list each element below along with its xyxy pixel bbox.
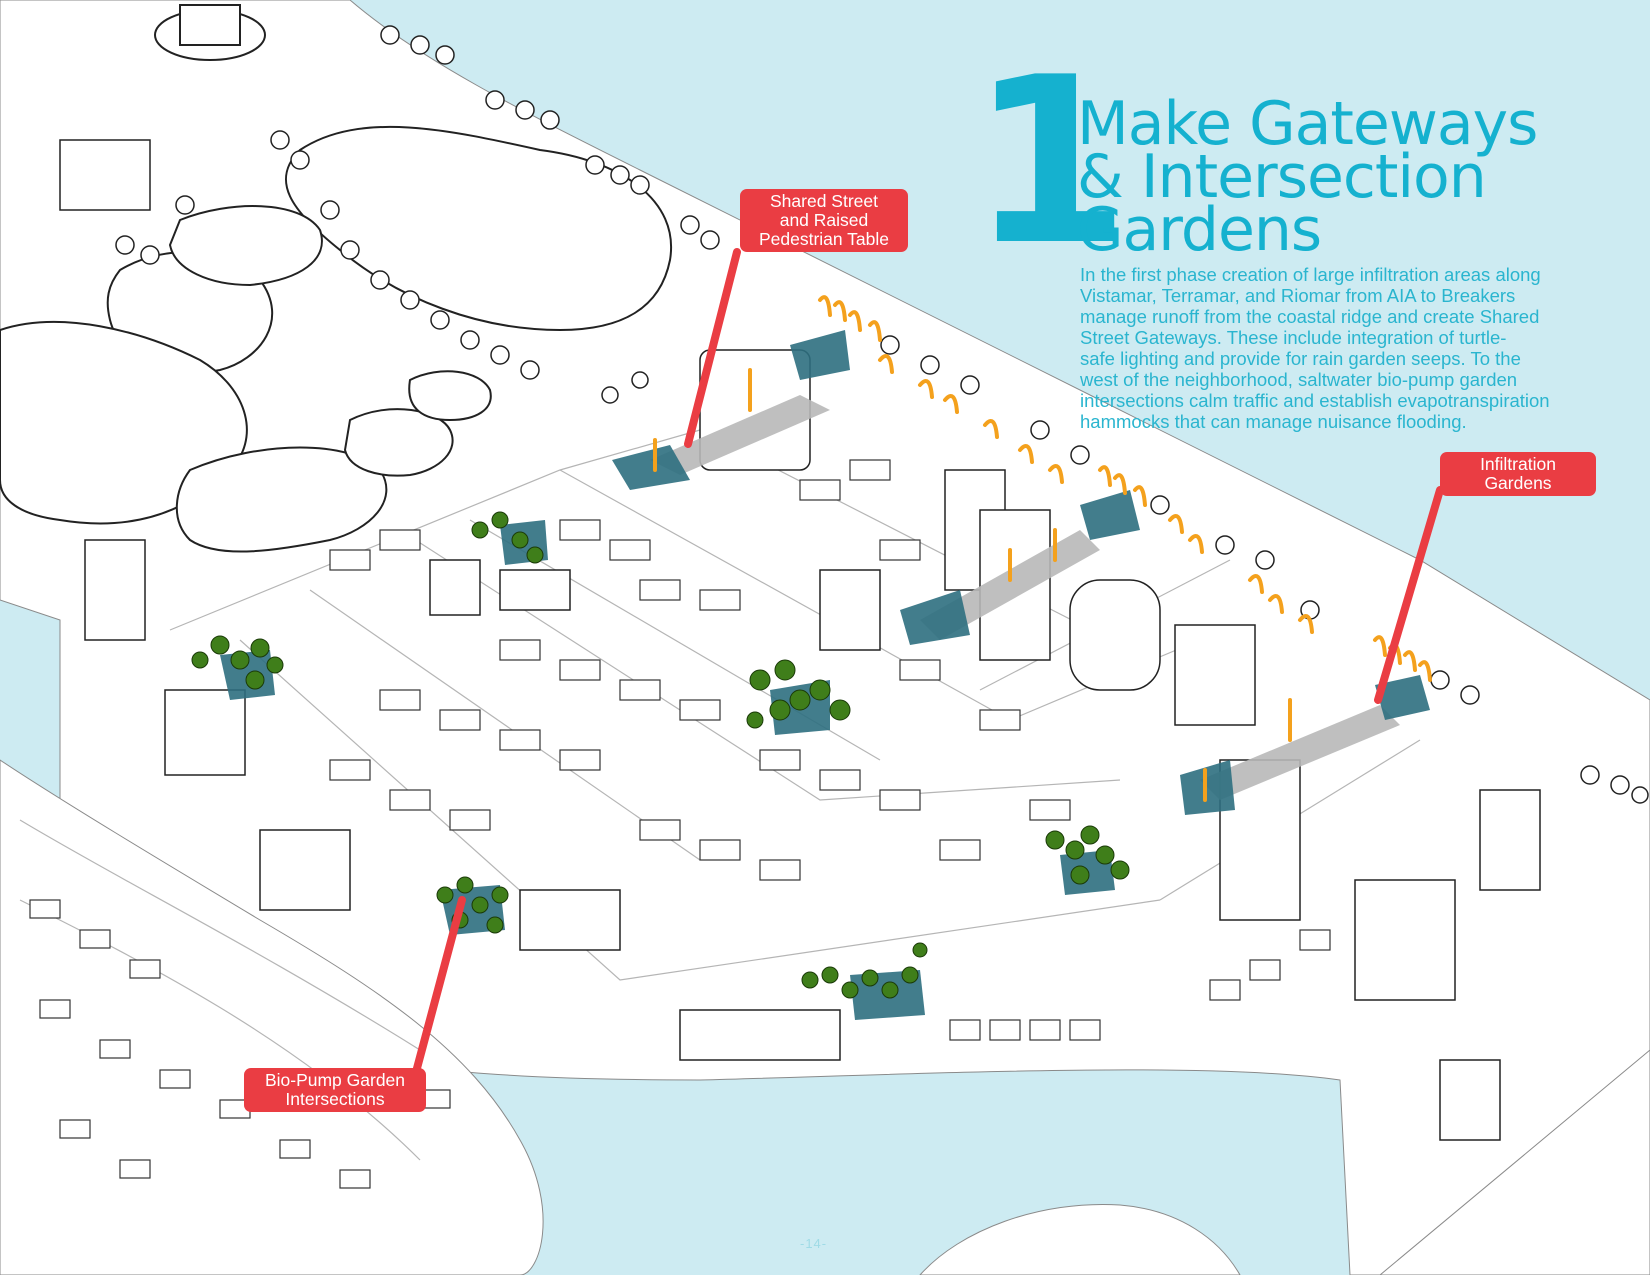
callout-shared-street: Shared Street and Raised Pedestrian Tabl… (740, 189, 908, 252)
title-line: & Intersection (1077, 142, 1487, 212)
callout-line: and Raised (779, 210, 869, 230)
description-line: safe lighting and provide for rain garde… (1080, 348, 1521, 369)
title-line: Gardens (1077, 195, 1322, 265)
callout-line: Intersections (285, 1089, 385, 1109)
description-line: intersections calm traffic and establish… (1080, 390, 1550, 411)
small-houses (29, 459, 1331, 1189)
description: In the first phase creation of large inf… (1080, 264, 1640, 432)
callout-line: Infiltration (1480, 454, 1556, 474)
title-line: Make Gateways (1077, 89, 1538, 159)
resort-buildings (0, 4, 673, 553)
outline-trees (115, 25, 1649, 804)
infiltration-leader (1374, 486, 1444, 704)
callout-biopump: Bio-Pump Garden Intersections (244, 1068, 426, 1112)
callout-infiltration: Infiltration Gardens (1440, 452, 1596, 496)
shared-street-leader (684, 248, 741, 448)
section-number: 1 (970, 29, 1130, 296)
description-line: In the first phase creation of large inf… (1080, 264, 1541, 285)
callout-line: Bio-Pump Garden (264, 1070, 406, 1090)
page-number: -14- (800, 1236, 828, 1251)
description-line: Street Gateways. These include integrati… (1080, 327, 1507, 348)
callout-line: Pedestrian Table (758, 229, 890, 249)
buildings (59, 139, 1541, 1141)
callout-line: Shared Street (770, 191, 878, 211)
description-line: west of the neighborhood, saltwater bio-… (1080, 369, 1518, 390)
callout-line: Gardens (1484, 473, 1552, 493)
description-line: hammocks that can manage nuisance floodi… (1080, 411, 1467, 432)
green-trees (191, 511, 1130, 999)
description-line: manage runoff from the coastal ridge and… (1080, 306, 1540, 327)
page-title: Make Gateways & Intersection Gardens (1077, 89, 1637, 265)
orange-lighting (653, 295, 1432, 802)
callout-leaders (412, 248, 1444, 1076)
biopump-leader (412, 896, 466, 1076)
description-line: Vistamar, Terramar, and Riomar from AIA … (1080, 285, 1516, 306)
